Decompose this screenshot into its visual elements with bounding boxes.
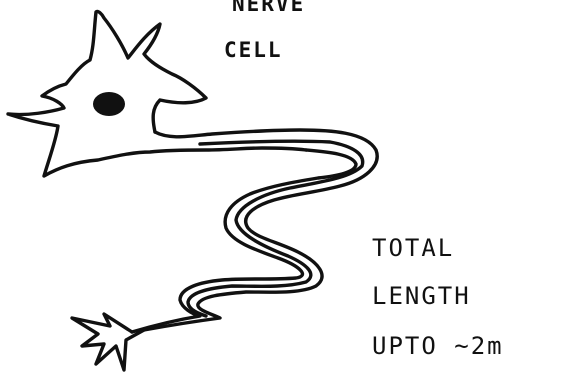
- note-line-upto: UPTO ~2m: [372, 334, 504, 358]
- note-line-total: TOTAL: [372, 236, 454, 260]
- note-line-length: LENGTH: [372, 284, 471, 308]
- title-line-cell: CELL: [224, 40, 283, 61]
- axon-bottom-outline: [132, 150, 356, 332]
- axon-terminal: [72, 314, 144, 370]
- title-line-nerve: NERVE: [232, 0, 305, 15]
- axon-inner-line: [188, 141, 363, 316]
- cell-body-outline: [8, 11, 306, 176]
- nucleus: [93, 92, 125, 116]
